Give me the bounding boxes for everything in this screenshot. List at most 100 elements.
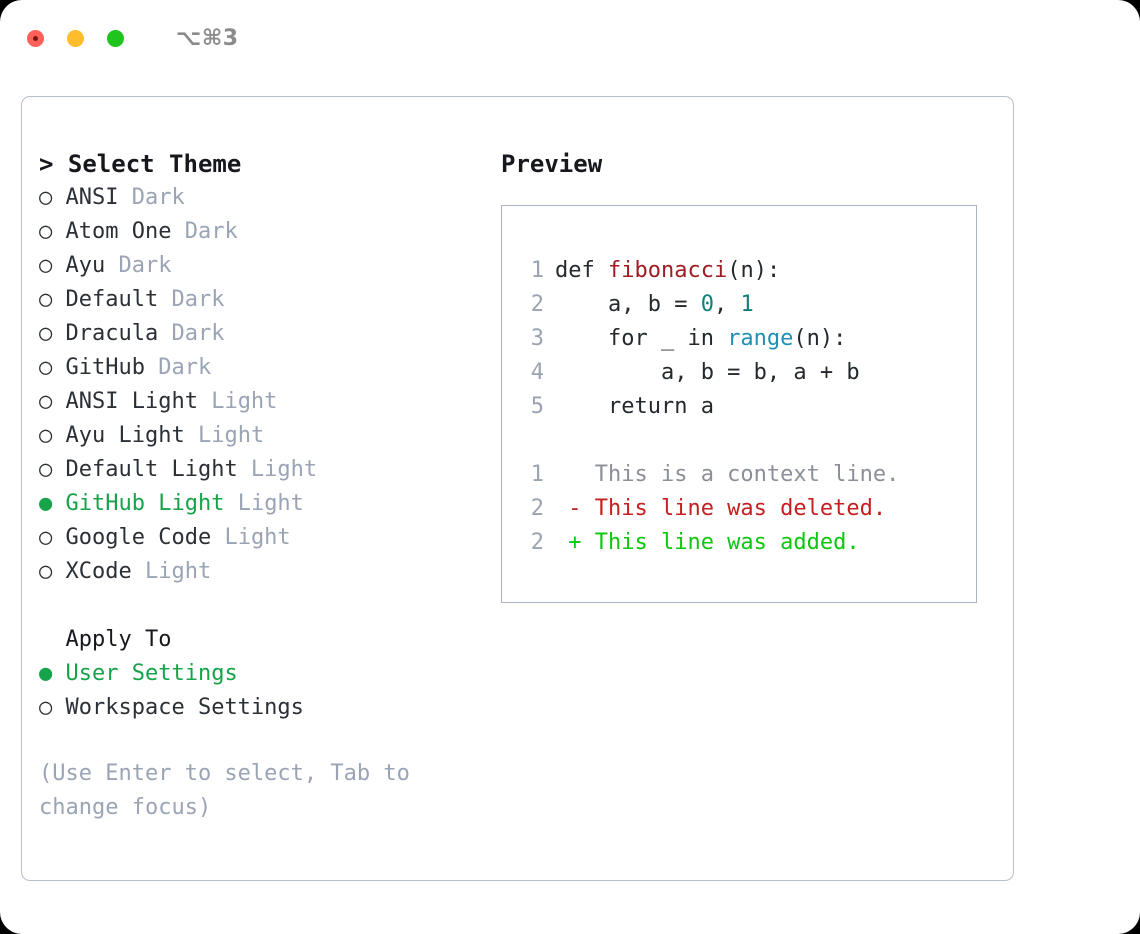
row-label: Workspace Settings xyxy=(65,695,304,720)
row-tag: Dark xyxy=(171,219,238,244)
code-line: 1 def fibonacci(n): xyxy=(522,254,976,288)
code-token: (n): xyxy=(793,326,847,351)
theme-option-11[interactable]: ○ XCode Light xyxy=(39,555,482,589)
code-token: , xyxy=(713,292,741,317)
theme-option-8[interactable]: ○ Default Light Light xyxy=(39,453,482,487)
row-tag: Dark xyxy=(144,355,212,380)
diff-text: This is a context line. xyxy=(555,462,900,487)
code-token: fibonacci xyxy=(607,258,728,283)
code-token: (n): xyxy=(727,258,781,283)
code-line: 3 for _ in range(n): xyxy=(522,322,976,356)
row-tag: Dark xyxy=(158,287,225,312)
row-label: GitHub Light xyxy=(65,491,225,516)
code-token: return a xyxy=(555,394,714,419)
titlebar-shortcut-label: ⌥⌘3 xyxy=(176,25,239,51)
radio-unselected-icon: ○ xyxy=(39,695,66,720)
theme-option-9[interactable]: ● GitHub Light Light xyxy=(39,487,482,521)
radio-unselected-icon: ○ xyxy=(39,525,66,550)
line-number: 1 xyxy=(530,462,544,487)
diff-line: 1 This is a context line. xyxy=(522,458,976,492)
diff-text: + This line was added. xyxy=(555,530,860,555)
line-number: 2 xyxy=(530,292,544,317)
row-tag: Light xyxy=(184,423,265,448)
row-tag: Light xyxy=(224,491,304,516)
theme-option-4[interactable]: ○ Dracula Dark xyxy=(39,317,482,351)
radio-selected-icon: ● xyxy=(39,491,66,516)
line-number: 2 xyxy=(530,530,544,555)
row-tag: Dark xyxy=(118,185,185,210)
radio-unselected-icon: ○ xyxy=(39,185,66,210)
radio-unselected-icon: ○ xyxy=(39,457,66,482)
keyboard-hint-text: (Use Enter to select, Tab to change focu… xyxy=(39,761,410,820)
row-label: Google Code xyxy=(65,525,212,550)
code-token: a, b = b, a + b xyxy=(555,360,860,385)
radio-unselected-icon: ○ xyxy=(39,423,66,448)
row-label: Ayu xyxy=(65,253,106,278)
diff-text: - This line was deleted. xyxy=(555,496,887,521)
row-label: ANSI Light xyxy=(65,389,198,414)
row-label: Default Light xyxy=(65,457,238,482)
diff-sample: 1 This is a context line.2 - This line w… xyxy=(522,458,976,560)
list-spacer xyxy=(39,589,482,623)
theme-list[interactable]: ○ ANSI Dark○ Atom One Dark○ Ayu Dark○ De… xyxy=(39,181,482,589)
maximize-window-button[interactable] xyxy=(107,29,124,47)
minimize-window-button[interactable] xyxy=(67,29,84,47)
theme-option-0[interactable]: ○ ANSI Dark xyxy=(39,181,482,215)
code-line: 5 return a xyxy=(522,390,976,424)
row-label: Dracula xyxy=(65,321,159,346)
code-diff-gap xyxy=(522,424,976,458)
row-tag: Light xyxy=(131,559,212,584)
select-theme-header: > Select Theme xyxy=(39,150,242,178)
row-tag: Dark xyxy=(105,253,172,278)
row-label: Default xyxy=(65,287,159,312)
theme-option-2[interactable]: ○ Ayu Dark xyxy=(39,249,482,283)
theme-option-5[interactable]: ○ GitHub Dark xyxy=(39,351,482,385)
theme-option-10[interactable]: ○ Google Code Light xyxy=(39,521,482,555)
line-number: 2 xyxy=(530,496,544,521)
theme-option-6[interactable]: ○ ANSI Light Light xyxy=(39,385,482,419)
code-token: 0 xyxy=(700,292,714,317)
radio-unselected-icon: ○ xyxy=(39,253,66,278)
preview-label: Preview xyxy=(501,150,603,178)
apply-to-list[interactable]: ● User Settings○ Workspace Settings xyxy=(39,657,482,725)
apply-option-0[interactable]: ● User Settings xyxy=(39,657,482,691)
row-label: Ayu Light xyxy=(65,423,185,448)
line-number: 1 xyxy=(530,258,544,283)
apply-to-header: Apply To xyxy=(39,627,172,652)
close-icon xyxy=(33,35,38,41)
theme-option-1[interactable]: ○ Atom One Dark xyxy=(39,215,482,249)
diff-line: 2 - This line was deleted. xyxy=(522,492,976,526)
radio-unselected-icon: ○ xyxy=(39,321,66,346)
row-label: Atom One xyxy=(65,219,172,244)
code-token: 1 xyxy=(740,292,754,317)
row-tag: Light xyxy=(237,457,318,482)
theme-option-3[interactable]: ○ Default Dark xyxy=(39,283,482,317)
code-line: 2 a, b = 0, 1 xyxy=(522,288,976,322)
theme-selection-column: > Select Theme ○ ANSI Dark○ Atom One Dar… xyxy=(22,147,482,825)
window-titlebar: ⌥⌘3 xyxy=(0,0,1140,76)
theme-option-7[interactable]: ○ Ayu Light Light xyxy=(39,419,482,453)
code-token: def xyxy=(555,258,608,283)
row-label: ANSI xyxy=(65,185,119,210)
theme-picker-dialog: > Select Theme ○ ANSI Dark○ Atom One Dar… xyxy=(21,96,1014,881)
code-token: for _ in xyxy=(555,326,728,351)
close-window-button[interactable] xyxy=(27,29,44,47)
apply-option-1[interactable]: ○ Workspace Settings xyxy=(39,691,482,725)
row-tag: Dark xyxy=(158,321,225,346)
radio-unselected-icon: ○ xyxy=(39,287,66,312)
line-number: 4 xyxy=(530,360,544,385)
radio-unselected-icon: ○ xyxy=(39,559,66,584)
code-token: a, b = xyxy=(555,292,701,317)
radio-selected-icon: ● xyxy=(39,661,66,686)
line-number: 5 xyxy=(530,394,544,419)
code-line: 4 a, b = b, a + b xyxy=(522,356,976,390)
row-tag: Light xyxy=(211,525,291,550)
radio-unselected-icon: ○ xyxy=(39,355,66,380)
diff-line: 2 + This line was added. xyxy=(522,526,976,560)
row-label: XCode xyxy=(65,559,132,584)
code-token: range xyxy=(727,326,794,351)
radio-unselected-icon: ○ xyxy=(39,389,66,414)
